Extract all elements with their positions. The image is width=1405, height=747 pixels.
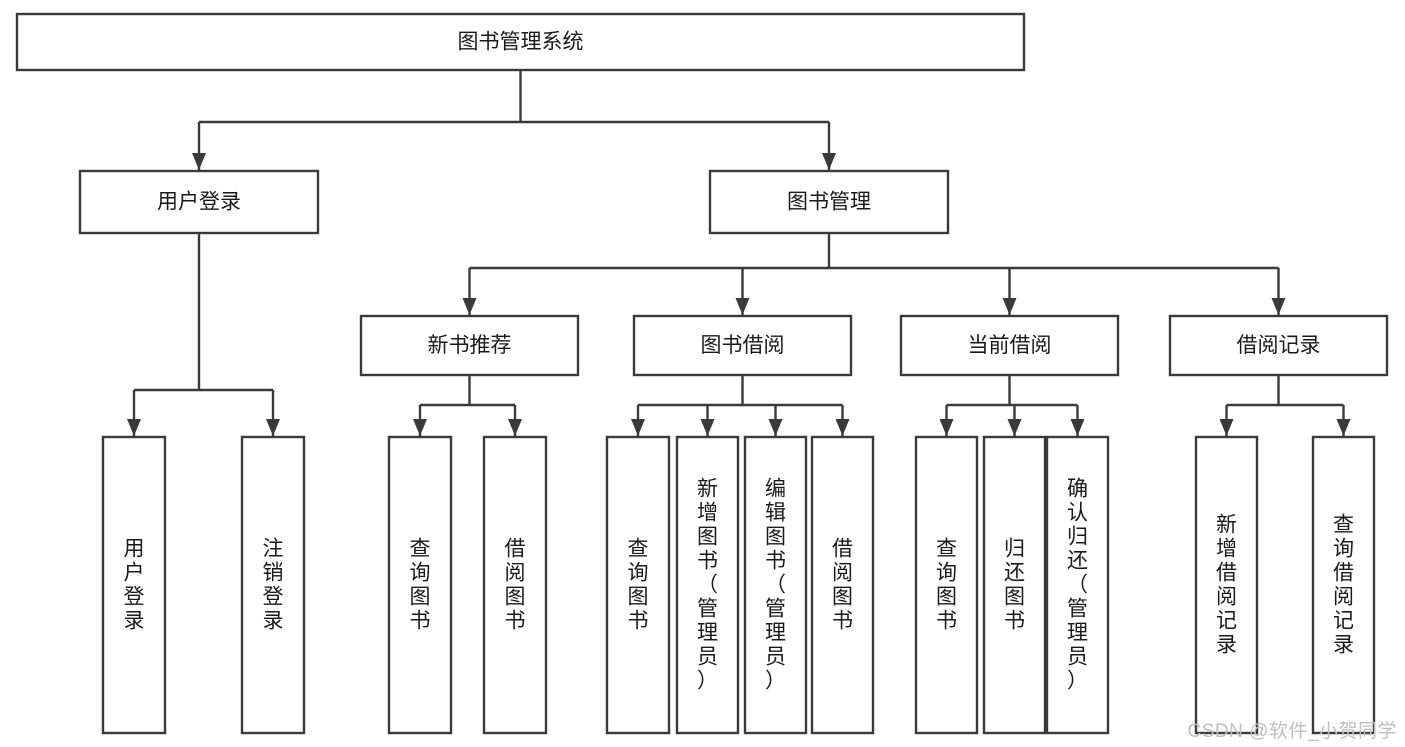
node-label: 新增借阅记录 <box>1216 514 1237 657</box>
node-box <box>605 435 671 735</box>
node-leaf-注销登录-1[interactable]: 注销登录 <box>240 435 306 735</box>
node-box <box>240 435 306 735</box>
node-box <box>359 314 580 377</box>
node-l3-借阅记录-3[interactable]: 借阅记录 <box>1168 314 1389 377</box>
node-box <box>15 12 1026 72</box>
node-label: 用户登录 <box>157 191 241 214</box>
node-leaf-归还图书-9[interactable]: 归还图书 <box>982 435 1047 735</box>
node-label: 查询图书 <box>628 538 649 633</box>
node-label: 当前借阅 <box>968 334 1052 357</box>
arrow-head <box>413 419 427 436</box>
arrow-head <box>266 419 280 436</box>
arrow-head <box>822 153 836 170</box>
node-layer: 图书管理系统用户登录图书管理新书推荐图书借阅当前借阅借阅记录用户登录注销登录查询… <box>15 12 1389 735</box>
node-l2-用户登录-0[interactable]: 用户登录 <box>78 169 320 235</box>
node-leaf-确认归还管理员-10[interactable]: 确认归还（管理员） <box>1045 435 1110 735</box>
node-box <box>1311 435 1376 735</box>
node-label: 用户登录 <box>124 538 145 633</box>
node-box <box>743 435 808 735</box>
node-box <box>1045 435 1110 735</box>
node-leaf-查询图书-8[interactable]: 查询图书 <box>914 435 979 735</box>
node-label: 图书借阅 <box>701 334 785 357</box>
node-l3-图书借阅-1[interactable]: 图书借阅 <box>632 314 853 377</box>
node-l2-图书管理-1[interactable]: 图书管理 <box>708 169 950 235</box>
node-label: 查询借阅记录 <box>1333 514 1354 657</box>
arrow-head <box>1271 298 1286 315</box>
arrow-head <box>1002 298 1017 315</box>
node-leaf-新增借阅记录-11[interactable]: 新增借阅记录 <box>1194 435 1259 735</box>
arrow-head <box>768 419 783 436</box>
node-box <box>1194 435 1259 735</box>
node-leaf-查询图书-4[interactable]: 查询图书 <box>605 435 671 735</box>
node-leaf-新增图书管理员-5[interactable]: 新增图书（管理员） <box>675 435 740 735</box>
node-box <box>101 435 167 735</box>
node-leaf-借阅图书-3[interactable]: 借阅图书 <box>482 435 548 735</box>
arrow-head <box>631 419 645 436</box>
arrow-head <box>1007 419 1022 436</box>
node-label: 查询图书 <box>936 538 957 633</box>
node-box <box>914 435 979 735</box>
node-box <box>1168 314 1389 377</box>
arrow-head <box>735 298 750 315</box>
node-label: 注销登录 <box>263 538 284 633</box>
node-label: 新增图书（管理员） <box>697 478 718 693</box>
node-label: 确认归还（管理员） <box>1067 478 1088 693</box>
node-label: 图书管理系统 <box>458 31 584 54</box>
node-leaf-查询图书-2[interactable]: 查询图书 <box>387 435 453 735</box>
node-box <box>982 435 1047 735</box>
node-box <box>482 435 548 735</box>
arrow-head <box>1219 419 1234 436</box>
node-label: 新书推荐 <box>428 334 512 357</box>
arrow-head <box>700 419 715 436</box>
node-box <box>632 314 853 377</box>
arrow-head <box>462 298 477 315</box>
arrow-head <box>1070 419 1085 436</box>
node-label: 编辑图书（管理员） <box>765 478 786 693</box>
arrow-head <box>1336 419 1351 436</box>
node-leaf-编辑图书管理员-6[interactable]: 编辑图书（管理员） <box>743 435 808 735</box>
arrow-head <box>192 153 206 170</box>
arrow-head <box>835 419 850 436</box>
node-box <box>78 169 320 235</box>
node-box <box>810 435 875 735</box>
node-leaf-借阅图书-7[interactable]: 借阅图书 <box>810 435 875 735</box>
node-label: 借阅图书 <box>832 538 853 633</box>
arrow-head <box>127 419 141 436</box>
node-root-图书管理系统-0[interactable]: 图书管理系统 <box>15 12 1026 72</box>
node-label: 归还图书 <box>1004 538 1025 633</box>
node-box <box>675 435 740 735</box>
node-box <box>899 314 1120 377</box>
node-l3-新书推荐-0[interactable]: 新书推荐 <box>359 314 580 377</box>
node-label: 查询图书 <box>410 538 431 633</box>
node-leaf-查询借阅记录-12[interactable]: 查询借阅记录 <box>1311 435 1376 735</box>
connector-layer <box>127 70 1351 436</box>
node-box <box>387 435 453 735</box>
node-label: 借阅记录 <box>1237 334 1321 357</box>
node-label: 借阅图书 <box>505 538 526 633</box>
node-box <box>708 169 950 235</box>
node-leaf-用户登录-0[interactable]: 用户登录 <box>101 435 167 735</box>
node-l3-当前借阅-2[interactable]: 当前借阅 <box>899 314 1120 377</box>
arrow-head <box>939 419 954 436</box>
arrow-head <box>508 419 522 436</box>
node-label: 图书管理 <box>787 191 871 214</box>
